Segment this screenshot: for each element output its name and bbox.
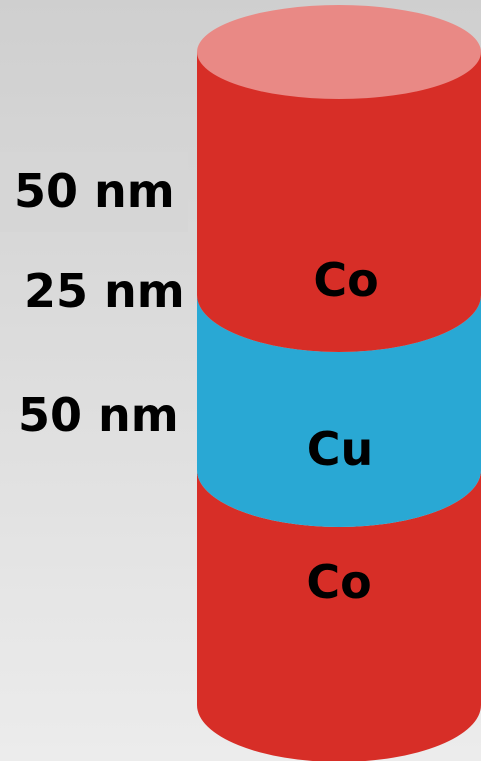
thickness-label-highlight xyxy=(0,152,188,232)
thickness-label-middle: 25 nm xyxy=(24,264,185,318)
layer-label-middle: Cu xyxy=(307,422,374,476)
cylinder-layer-top-co xyxy=(197,52,481,352)
cylinder-layer-middle-cu xyxy=(197,295,481,527)
cylinder-top-face xyxy=(197,5,481,99)
thickness-label-bottom: 50 nm xyxy=(18,388,179,442)
layer-label-bottom: Co xyxy=(306,555,371,609)
thickness-label-top: 50 nm xyxy=(14,164,175,218)
layer-label-top: Co xyxy=(313,253,378,307)
cylinder-layer-bottom-co xyxy=(197,470,481,761)
